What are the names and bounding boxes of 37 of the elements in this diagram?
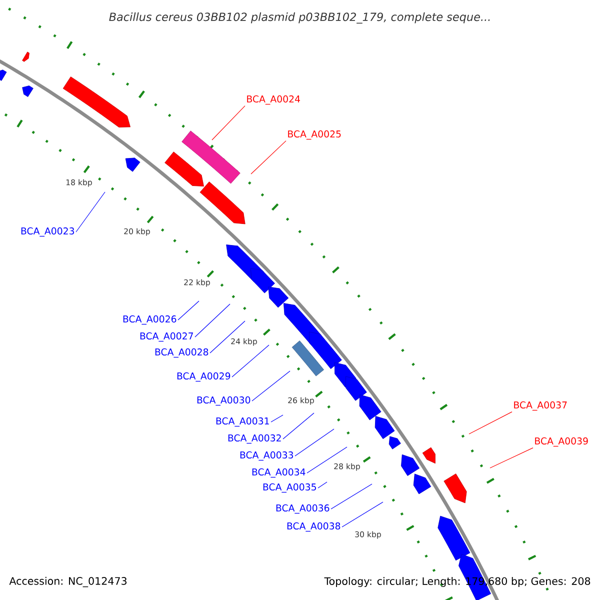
leader-line xyxy=(294,428,334,456)
leader-line xyxy=(210,320,246,354)
gene-label: BCA_A0027 xyxy=(140,332,193,342)
info-text: Accession: NC_012473 xyxy=(9,576,127,588)
gene-label: BCA_A0028 xyxy=(155,348,208,358)
gene-label: BCA_A0023 xyxy=(21,227,74,237)
leader-line xyxy=(250,140,286,174)
gene-label: BCA_A0034 xyxy=(252,468,306,478)
leader-line xyxy=(76,192,106,232)
gene-label: BCA_A0038 xyxy=(287,522,340,532)
leader-line xyxy=(212,106,246,140)
leader-line xyxy=(330,484,372,510)
gene-label: BCA_A0036 xyxy=(276,504,330,514)
gene-label: BCA_A0039 xyxy=(535,437,588,447)
leader-line xyxy=(490,448,534,468)
gene-label: BCA_A0032 xyxy=(228,434,281,444)
gene-label: BCA_A0026 xyxy=(123,315,176,325)
leader-line xyxy=(178,300,200,320)
leader-line xyxy=(468,412,512,434)
gene-label: BCA_A0035 xyxy=(263,483,316,493)
leader-line xyxy=(342,502,384,528)
gene-label: BCA_A0031 xyxy=(216,417,269,427)
leader-line xyxy=(270,414,284,422)
gene-label: BCA_A0029 xyxy=(177,372,230,382)
leader-line xyxy=(252,370,290,402)
gene-label: BCA_A0024 xyxy=(247,95,300,105)
leader-line xyxy=(318,482,328,488)
gene-label: BCA_A0030 xyxy=(197,396,250,406)
leader-line xyxy=(194,304,230,338)
leader-line xyxy=(282,412,314,440)
title: Bacillus cereus 03BB102 plasmid p03BB102_179, complete seque... xyxy=(109,12,490,24)
gene-label: BCA_A0037 xyxy=(514,401,567,411)
info-text: Topology: circular; Length: 179,680 bp; Genes: 208 xyxy=(324,577,590,587)
leader-line xyxy=(306,446,348,474)
leader-line xyxy=(232,344,270,378)
gene-label: BCA_A0025 xyxy=(288,130,341,140)
gene-label: BCA_A0033 xyxy=(240,451,294,461)
